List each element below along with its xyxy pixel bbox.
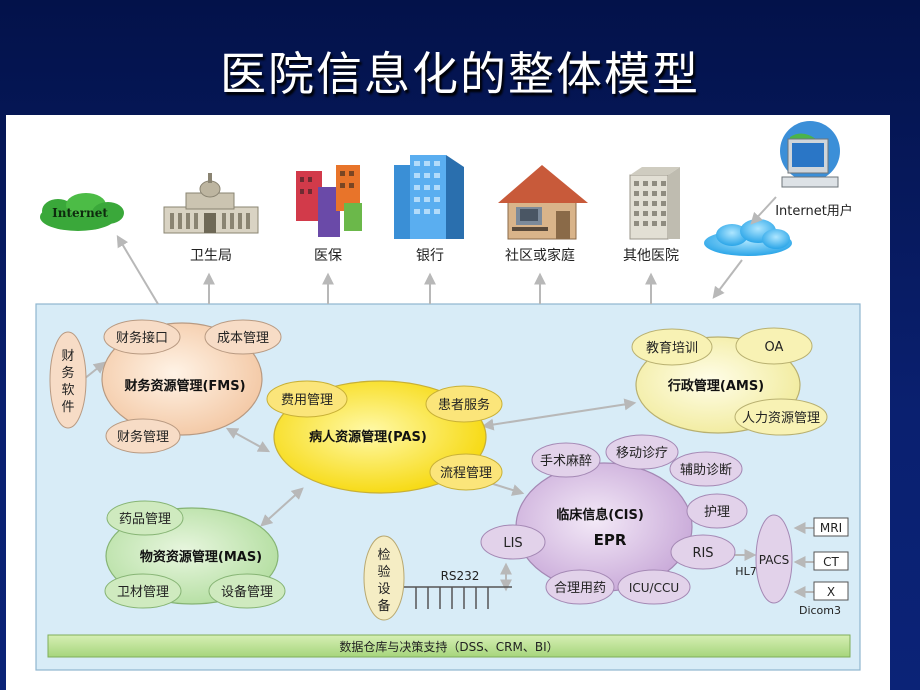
mri-label: MRI bbox=[820, 521, 842, 535]
pas-cluster: 费用管理 患者服务 流程管理 病人资源管理(PAS) bbox=[266, 380, 503, 494]
cis-mobile-label: 移动诊疗 bbox=[616, 446, 668, 461]
pas-service-node bbox=[425, 385, 503, 423]
mas-drug-label: 药品管理 bbox=[119, 512, 171, 527]
x-box bbox=[813, 581, 849, 601]
pas-service-label: 患者服务 bbox=[438, 397, 490, 413]
bank-building-icon bbox=[394, 155, 464, 239]
ams-training-label: 教育培训 bbox=[646, 340, 698, 356]
mas-sanitary-label: 卫材管理 bbox=[117, 585, 169, 600]
internet-cloud-icon: Internet bbox=[40, 193, 124, 231]
rs232-label: RS232 bbox=[441, 569, 480, 583]
cis-icu-label: ICU/CCU bbox=[629, 581, 679, 595]
fms-interface-label: 财务接口 bbox=[116, 330, 168, 346]
fms-cost-node bbox=[204, 319, 282, 355]
fms-finance-node bbox=[105, 418, 181, 454]
pas-fee-label: 费用管理 bbox=[281, 393, 333, 408]
pas-flow-label: 流程管理 bbox=[440, 466, 492, 481]
pacs-cluster: PACS HL7 MRI CT X Dicom3 bbox=[735, 514, 849, 617]
cis-nursing-node bbox=[686, 493, 748, 529]
pas-fee-node bbox=[266, 380, 348, 418]
lab-device-char: 检 bbox=[377, 548, 390, 563]
x-label: X bbox=[827, 585, 835, 599]
lab-device-node bbox=[363, 535, 405, 621]
medical-insurance-buildings-icon bbox=[296, 165, 362, 237]
label-shequ: 社区或家庭 bbox=[505, 247, 575, 264]
cis-cluster: 手术麻醉 移动诊疗 辅助诊断 护理 RIS LIS 合理用药 ICU/CCU 临… bbox=[480, 434, 748, 605]
lab-device-cluster: 检 验 设 备 RS232 bbox=[363, 535, 512, 621]
cis-surgery-label: 手术麻醉 bbox=[540, 453, 592, 469]
mri-box bbox=[813, 517, 849, 537]
ct-label: CT bbox=[823, 555, 839, 569]
mas-cluster: 药品管理 卫材管理 设备管理 物资资源管理(MAS) bbox=[104, 500, 286, 609]
cis-surgery-node bbox=[531, 442, 601, 478]
finance-software-char: 财 bbox=[61, 349, 74, 364]
ams-hr-node bbox=[734, 398, 828, 436]
finance-software-char: 务 bbox=[61, 365, 74, 381]
ams-title: 行政管理(AMS) bbox=[667, 378, 764, 394]
fms-finance-label: 财务管理 bbox=[117, 429, 169, 445]
label-qita: 其他医院 bbox=[623, 248, 679, 264]
pacs-node bbox=[755, 514, 793, 604]
mas-equipment-node bbox=[208, 573, 286, 609]
ams-hr-label: 人力资源管理 bbox=[742, 411, 820, 426]
ams-cluster: 教育培训 OA 人力资源管理 行政管理(AMS) bbox=[631, 327, 828, 436]
rs232-bus bbox=[404, 586, 512, 609]
government-building-icon bbox=[163, 173, 259, 234]
mas-equipment-label: 设备管理 bbox=[221, 584, 273, 600]
dicom-label: Dicom3 bbox=[799, 604, 841, 617]
cis-aux-label: 辅助诊断 bbox=[680, 463, 732, 478]
cis-lis-label: LIS bbox=[503, 536, 522, 551]
mas-sanitary-node bbox=[104, 573, 182, 609]
cis-rational-label: 合理用药 bbox=[554, 581, 606, 596]
fms-title: 财务资源管理(FMS) bbox=[124, 378, 245, 394]
cis-nursing-label: 护理 bbox=[704, 505, 730, 520]
home-community-icon bbox=[498, 165, 588, 240]
cis-ris-label: RIS bbox=[692, 546, 713, 561]
cis-mobile-node bbox=[605, 434, 679, 470]
cis-epr-label: EPR bbox=[594, 531, 627, 549]
external-arrows bbox=[116, 196, 777, 305]
lab-device-char: 设 bbox=[377, 582, 390, 597]
internet-user-cloud-icon bbox=[704, 219, 792, 256]
finance-software-char: 软 bbox=[61, 383, 74, 398]
other-hospital-icon bbox=[629, 167, 680, 240]
fms-cluster: 财务接口 成本管理 财务管理 财务资源管理(FMS) bbox=[101, 319, 282, 454]
data-warehouse-bar: 数据仓库与决策支持（DSS、CRM、BI） bbox=[47, 634, 851, 658]
cis-title: 临床信息(CIS) bbox=[556, 507, 644, 523]
data-warehouse-label: 数据仓库与决策支持（DSS、CRM、BI） bbox=[339, 639, 558, 654]
diagram-canvas: Internet bbox=[6, 115, 890, 690]
cis-aux-node bbox=[669, 451, 743, 487]
internet-user-computer-icon bbox=[780, 121, 840, 188]
lab-device-char: 验 bbox=[377, 564, 390, 580]
cis-rational-node bbox=[545, 569, 615, 605]
mas-drug-node bbox=[106, 500, 184, 536]
cis-icu-node bbox=[617, 569, 691, 605]
fms-cost-label: 成本管理 bbox=[217, 331, 269, 346]
ams-training-node bbox=[631, 328, 713, 366]
pacs-label: PACS bbox=[759, 553, 789, 567]
pas-flow-node bbox=[429, 453, 503, 491]
ct-box bbox=[813, 551, 849, 571]
lab-device-char: 备 bbox=[377, 598, 390, 614]
cis-ris-node bbox=[670, 534, 736, 570]
fms-interface-node bbox=[103, 319, 181, 355]
label-yibao: 医保 bbox=[314, 248, 342, 264]
ams-oa-node bbox=[735, 327, 813, 365]
ams-oa-label: OA bbox=[765, 340, 784, 355]
label-weishengju: 卫生局 bbox=[190, 248, 232, 264]
finance-software-node: 财 务 软 件 bbox=[49, 331, 87, 429]
pas-title: 病人资源管理(PAS) bbox=[309, 429, 427, 445]
internet-label: Internet bbox=[52, 206, 108, 220]
label-internet-user: Internet用户 bbox=[775, 203, 853, 219]
label-yinhang: 银行 bbox=[416, 248, 444, 264]
page-title: 医院信息化的整体模型 bbox=[220, 47, 700, 101]
cis-lis-node bbox=[480, 524, 546, 560]
hl7-label: HL7 bbox=[735, 565, 756, 578]
finance-software-char: 件 bbox=[61, 400, 74, 415]
mas-title: 物资资源管理(MAS) bbox=[140, 549, 262, 565]
